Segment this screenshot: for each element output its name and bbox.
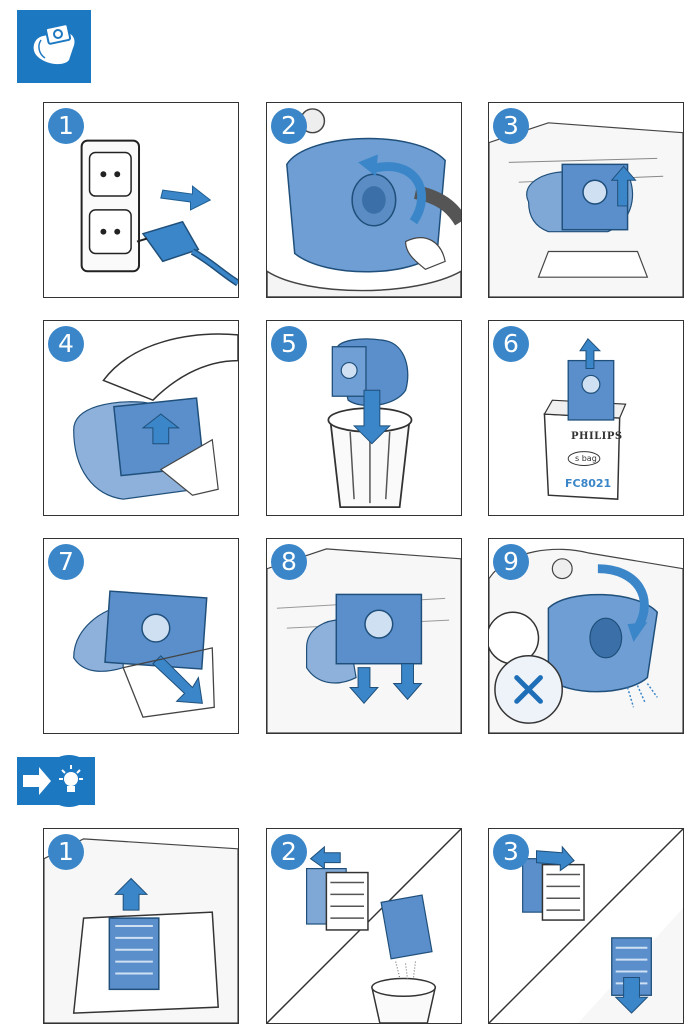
step-number: 2 (271, 108, 307, 144)
step-number: 3 (493, 108, 529, 144)
filter-step-panel-3: 3 (488, 828, 684, 1024)
lift-holder-illustration (489, 122, 683, 297)
step-number: 2 (271, 834, 307, 870)
remove-filter-illustration (44, 838, 238, 1023)
close-cover-illustration (489, 548, 683, 733)
arrow-lightbulb-tip-icon (17, 755, 95, 807)
box-brand-label: PHILIPS (571, 431, 623, 442)
open-cover-illustration (267, 108, 461, 297)
filter-step-panel-1: 1 (43, 828, 239, 1024)
step-number: 9 (493, 544, 529, 580)
step-number: 3 (493, 834, 529, 870)
step-number: 1 (48, 834, 84, 870)
step-panel-6: PHILIPS s bag FC8021 6 (488, 320, 684, 516)
step-number: 7 (48, 544, 84, 580)
step-number: 4 (48, 326, 84, 362)
new-bag-box-illustration (543, 338, 627, 500)
step-number: 8 (271, 544, 307, 580)
step-panel-8: 8 (266, 538, 462, 734)
step-panel-7: 7 (43, 538, 239, 734)
dust-bag-icon (17, 10, 91, 83)
step-panel-5: 5 (266, 320, 462, 516)
step-number: 1 (48, 108, 84, 144)
step-panel-1: 1 (43, 102, 239, 298)
replace-pad-illustration (267, 829, 461, 1023)
box-product-label: s bag (575, 454, 597, 463)
step-panel-4: 4 (43, 320, 239, 516)
place-holder-illustration (267, 548, 461, 733)
remove-bag-illustration (73, 333, 238, 500)
filter-step-panel-2: 2 (266, 828, 462, 1024)
unplug-illustration (80, 139, 238, 287)
step-number: 6 (493, 326, 529, 362)
reinsert-filter-illustration (489, 829, 683, 1023)
step-panel-9: 9 (488, 538, 684, 734)
box-model-label: FC8021 (565, 477, 612, 490)
step-panel-2: 2 (266, 102, 462, 298)
insert-bag-illustration (73, 590, 215, 718)
discard-bag-illustration (327, 338, 413, 508)
step-number: 5 (271, 326, 307, 362)
step-panel-3: 3 (488, 102, 684, 298)
